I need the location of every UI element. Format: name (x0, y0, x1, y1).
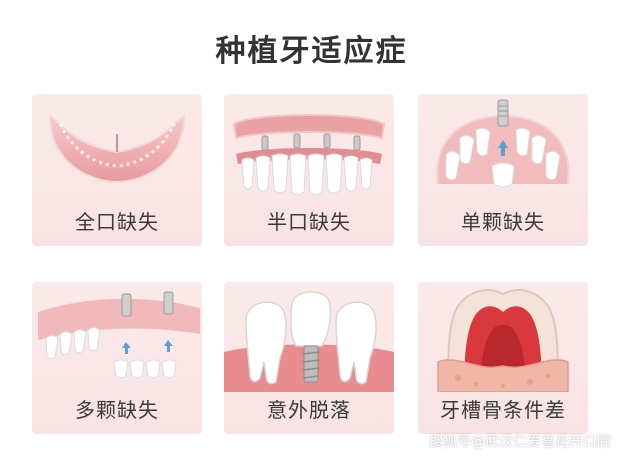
page-title: 种植牙适应症 (215, 34, 408, 69)
card-label: 意外脱落 (267, 398, 351, 422)
card-accidental-tooth-loss: 意外脱落 (224, 282, 394, 434)
half-arch-loss-icon (232, 114, 386, 196)
card-multiple-teeth-loss: 多颗缺失 (32, 282, 202, 434)
card-half-arch-loss: 半口缺失 (224, 94, 394, 246)
card-label: 全口缺失 (75, 210, 159, 234)
single-tooth-loss-icon (436, 99, 570, 188)
watermark: 搜狐号@武汉仁爱喜花开口腔 (429, 434, 611, 450)
card-full-arch-loss: 全口缺失 (32, 94, 202, 246)
accidental-tooth-loss-icon (224, 291, 394, 392)
full-arch-loss-icon (48, 114, 186, 184)
card-label: 牙槽骨条件差 (440, 398, 566, 422)
card-label: 多颗缺失 (75, 398, 159, 422)
card-single-tooth-loss: 单颗缺失 (418, 94, 588, 246)
card-label: 半口缺失 (267, 210, 351, 234)
multiple-teeth-loss-icon (38, 291, 200, 378)
card-label: 单颗缺失 (461, 210, 545, 234)
poor-alveolar-bone-icon (437, 289, 569, 392)
card-poor-alveolar-bone: 牙槽骨条件差 (418, 282, 588, 434)
